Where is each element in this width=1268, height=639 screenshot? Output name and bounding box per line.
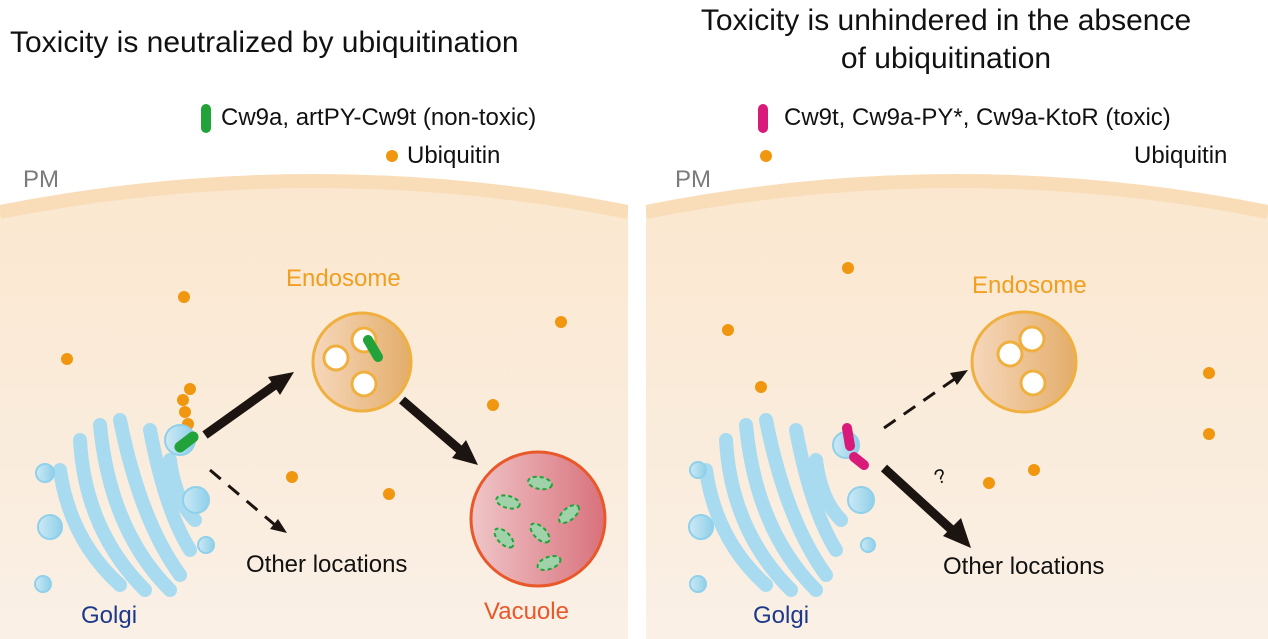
left-golgi-label: Golgi <box>81 602 138 629</box>
arrow-to-other <box>880 464 958 536</box>
right-other-label: Other locations <box>943 553 1105 580</box>
arrow-to-vacuole <box>399 396 463 454</box>
legend-ubiquitin-icon <box>386 150 398 162</box>
ubiquitin-dots <box>61 291 567 500</box>
legend-cargo-icon <box>758 104 768 133</box>
endosome <box>970 310 1078 414</box>
left-pm-label: PM <box>23 166 59 193</box>
arrow-to-endosome <box>202 381 278 439</box>
panel-without-ubiquitination: Toxicity is unhindered in the absence of… <box>646 0 1268 639</box>
legend-ubiquitin-icon <box>760 150 772 162</box>
right-golgi-label: Golgi <box>753 602 810 629</box>
left-vacuole-label: Vacuole <box>484 598 569 625</box>
right-endosome-label: Endosome <box>972 272 1087 299</box>
right-legend-cargo: Cw9t, Cw9a-PY*, Cw9a-KtoR (toxic) <box>784 104 1171 131</box>
right-legend-ubiquitin: Ubiquitin <box>1134 142 1228 169</box>
right-title-line2: of ubiquitination <box>840 42 1052 75</box>
plasma-membrane <box>646 174 1268 219</box>
left-legend-cargo: Cw9a, artPY-Cw9t (non-toxic) <box>221 104 537 131</box>
legend-cargo-icon <box>201 104 211 133</box>
right-diagram <box>646 104 1268 639</box>
cargo-protein <box>174 431 199 453</box>
left-title: Toxicity is neutralized by ubiquitinatio… <box>10 26 519 59</box>
golgi <box>699 413 848 597</box>
dashed-arrow-endosome <box>883 376 957 430</box>
vacuole <box>469 450 607 588</box>
left-diagram <box>0 104 628 639</box>
left-other-label: Other locations <box>246 551 408 578</box>
right-title-line1: Toxicity is unhindered in the absence <box>700 4 1192 37</box>
endosome <box>311 311 413 413</box>
golgi <box>53 413 202 597</box>
cargo-protein <box>842 423 855 451</box>
golgi-vesicles <box>688 431 876 593</box>
degraded-cargo <box>493 475 580 571</box>
ubiquitin-dots <box>722 262 1215 489</box>
panel-with-ubiquitination: Toxicity is neutralized by ubiquitinatio… <box>0 0 628 639</box>
left-endosome-label: Endosome <box>286 265 401 292</box>
right-pm-label: PM <box>675 166 711 193</box>
left-legend-ubiquitin: Ubiquitin <box>407 142 501 169</box>
plasma-membrane <box>0 174 628 219</box>
